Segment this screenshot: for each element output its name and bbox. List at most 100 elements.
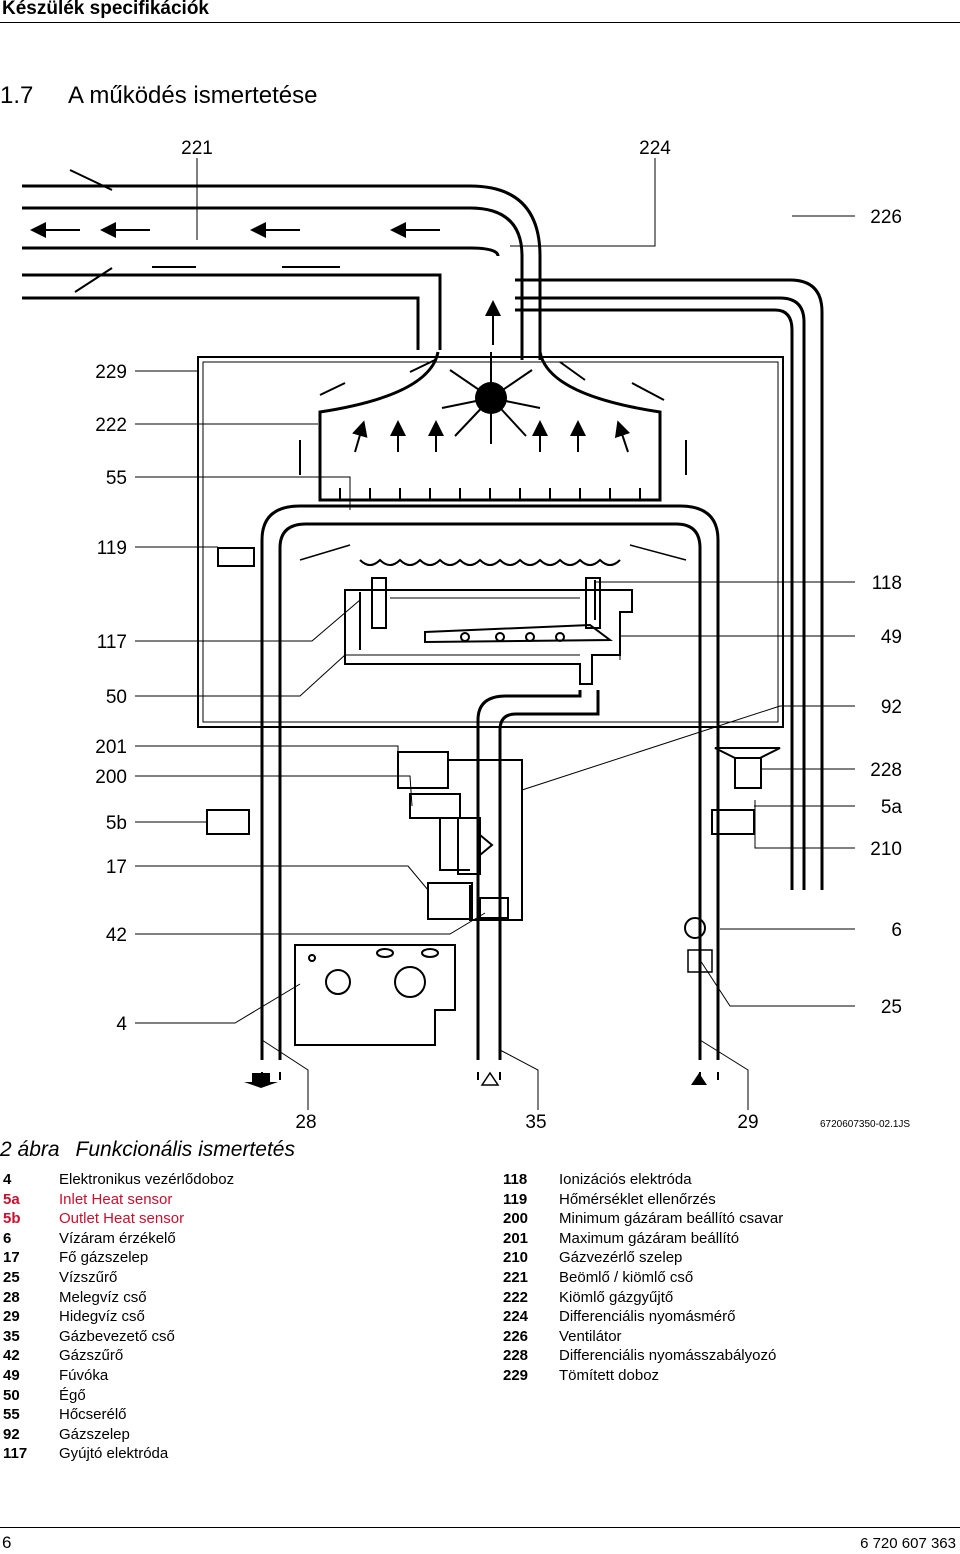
label-92: 92 (881, 697, 902, 718)
legend-text: Vízszűrő (59, 1268, 118, 1286)
legend-text: Gázbevezető cső (59, 1327, 175, 1345)
label-201: 201 (95, 737, 127, 758)
legend-text: Outlet Heat sensor (59, 1210, 185, 1228)
flow-arrows (30, 169, 687, 475)
legend-key: 224 (503, 1308, 529, 1326)
label-118: 118 (872, 573, 902, 594)
legend-item: 35 Gázbevezető cső (3, 1327, 234, 1347)
legend-text: Égő (59, 1386, 86, 1404)
label-6: 6 (891, 920, 902, 941)
legend-key: 29 (3, 1308, 20, 1326)
legend-item: 229 Tömített doboz (503, 1366, 783, 1386)
label-119: 119 (97, 538, 127, 559)
page-footer: 6 6 720 607 363 (0, 1527, 960, 1554)
label-49: 49 (881, 627, 902, 648)
heat-exchanger (260, 504, 720, 1060)
legend-item: 210 Gázvezérlő szelep (503, 1248, 783, 1268)
legend-text: Beömlő / kiömlő cső (559, 1268, 694, 1286)
legend-text: Gázszelep (59, 1425, 130, 1443)
legend-item: 222 Kiömlő gázgyűjtő (503, 1288, 783, 1308)
label-55: 55 (106, 468, 127, 489)
legend-key: 229 (503, 1366, 529, 1384)
legend-key: 42 (3, 1347, 20, 1365)
footer-rule (0, 1527, 960, 1528)
legend-key: 17 (3, 1249, 20, 1267)
label-229: 229 (95, 362, 127, 383)
label-210: 210 (870, 839, 902, 860)
label-42: 42 (106, 925, 127, 946)
label-4: 4 (116, 1014, 127, 1035)
legend-text: Ventilátor (559, 1327, 622, 1345)
legend-key: 5a (3, 1190, 20, 1208)
legend-key: 201 (503, 1229, 529, 1247)
legend-key: 118 (503, 1171, 528, 1188)
legend-text: Elektronikus vezérlődoboz (59, 1171, 235, 1188)
legend-text: Hőcserélő (59, 1406, 127, 1424)
legend-key: 228 (503, 1347, 529, 1365)
leader-lines (135, 158, 855, 1110)
legend-key: 55 (3, 1406, 20, 1424)
legend-item: 42 Gázszűrő (3, 1346, 234, 1366)
label-117: 117 (97, 632, 127, 653)
legend-key: 117 (3, 1445, 28, 1463)
section-number: 1.7 (0, 82, 34, 109)
flue-pipes (22, 184, 824, 890)
legend-key: 6 (3, 1229, 12, 1247)
legend-text: Fő gázszelep (59, 1249, 149, 1267)
figure-caption: 2 ábra Funkcionális ismertetés (0, 1138, 295, 1162)
legend-key: 49 (3, 1366, 20, 1384)
figure-title: Funkcionális ismertetés (75, 1138, 295, 1161)
legend-item: 224 Differenciális nyomásmérő (503, 1307, 783, 1327)
legend-key: 210 (503, 1249, 529, 1267)
legend-item: 118 Ionizációs elektróda (503, 1170, 783, 1190)
legend-text: Minimum gázáram beállító csavar (559, 1210, 784, 1228)
flow-sensor (684, 917, 706, 939)
cold-water-inlet-icon (691, 1073, 707, 1085)
legend-text: Kiömlő gázgyűjtő (559, 1288, 674, 1306)
legend-item: 200 Minimum gázáram beállító csavar (503, 1209, 783, 1229)
legend-text: Gyújtó elektróda (59, 1445, 169, 1463)
pressure-regulator (714, 747, 781, 759)
legend-key: 50 (3, 1386, 20, 1404)
label-29: 29 (737, 1112, 758, 1133)
legend-text: Gázszűrő (59, 1347, 124, 1365)
legend-text: Tömített doboz (559, 1366, 660, 1384)
legend-key: 28 (3, 1288, 20, 1306)
label-200: 200 (95, 767, 127, 788)
legend-key: 200 (503, 1210, 529, 1228)
legend-key: 119 (503, 1190, 528, 1208)
figure-number: 2 ábra (0, 1138, 60, 1161)
legend-text: Ionizációs elektróda (559, 1171, 692, 1188)
label-5b: 5b (106, 813, 127, 834)
header-rule (0, 22, 960, 23)
water-filter (687, 949, 713, 973)
legend-text: Gázvezérlő szelep (559, 1249, 683, 1267)
legend-text: Differenciális nyomásmérő (559, 1308, 736, 1326)
legend-key: 222 (503, 1288, 529, 1306)
label-226: 226 (870, 207, 902, 228)
label-221: 221 (181, 138, 213, 159)
legend-key: 221 (503, 1268, 529, 1286)
legend-text: Differenciális nyomásszabályozó (559, 1347, 777, 1365)
hot-water-outlet-icon (244, 1073, 278, 1088)
label-28: 28 (295, 1112, 316, 1133)
legend-key: 35 (3, 1327, 20, 1345)
legend-item: 221 Beömlő / kiömlő cső (503, 1268, 783, 1288)
page-number: 6 (2, 1533, 12, 1552)
legend-item: 50 Égő (3, 1386, 234, 1406)
temperature-switch (217, 547, 255, 567)
gas-inlet-icon (480, 1071, 500, 1086)
label-25: 25 (881, 997, 902, 1018)
